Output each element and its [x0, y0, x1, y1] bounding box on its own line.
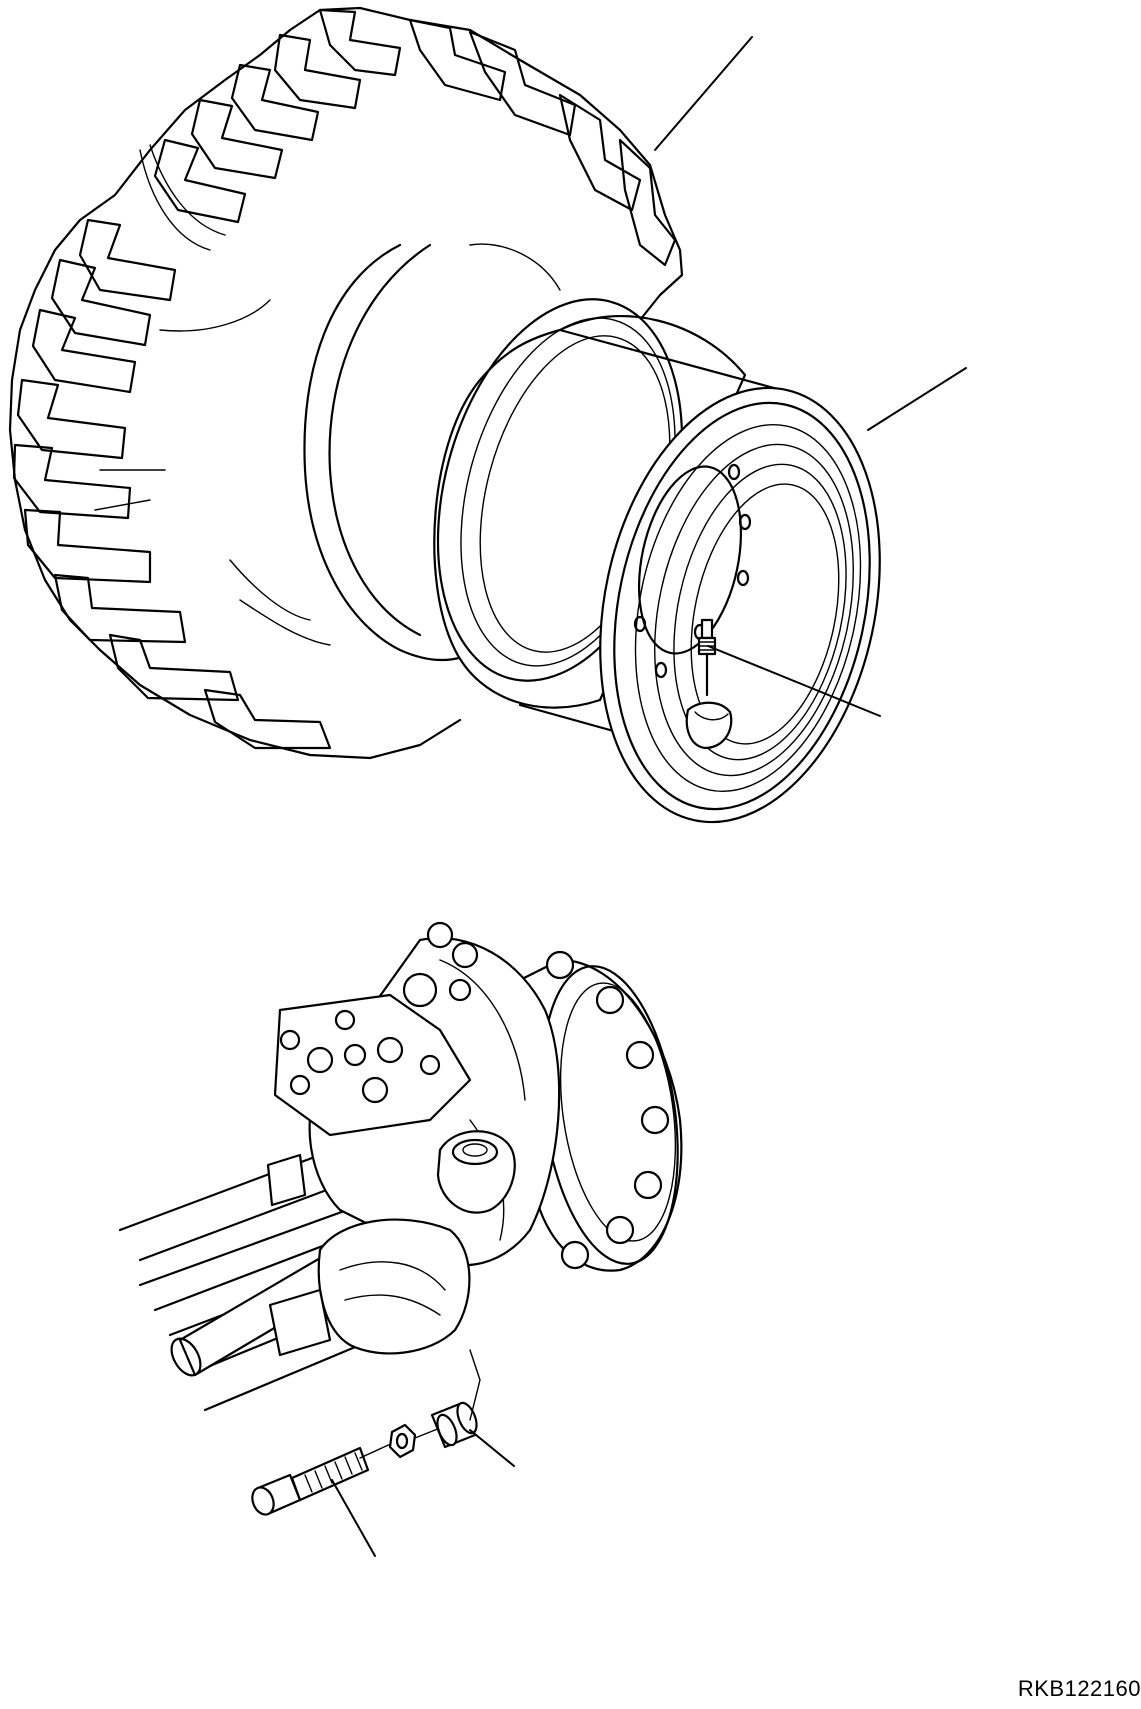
axle-carrier	[317, 1218, 471, 1355]
leader-spacer	[469, 1429, 515, 1467]
rim-barrel-top	[558, 328, 802, 397]
tire	[8, 6, 684, 760]
leader-valve	[707, 645, 881, 717]
leader-tire	[654, 36, 753, 151]
stopper-hardware	[251, 1349, 481, 1516]
leader-bolt	[331, 1479, 376, 1557]
leader-rim	[867, 367, 967, 431]
leader-lines	[331, 36, 967, 1557]
valve-stem	[685, 618, 733, 750]
plate-bolts	[279, 1009, 441, 1104]
tire-inner-bead	[303, 243, 492, 662]
wheel-rim	[433, 298, 881, 824]
axle-bumper	[268, 1288, 332, 1357]
rim-front-flange	[599, 386, 881, 824]
tie-rod-end	[436, 1130, 516, 1214]
mounting-plate	[273, 993, 472, 1137]
tire-inner-bead-rim	[328, 243, 432, 637]
hub-studs	[545, 950, 670, 1270]
drawing-code-label: RKB122160	[1017, 1676, 1141, 1701]
axle-assembly	[118, 921, 683, 1412]
tire-tread-lugs	[12, 8, 677, 750]
rim-center-hole	[637, 465, 743, 655]
stopper-bolt	[251, 1446, 370, 1516]
stopper-nut	[388, 1423, 417, 1459]
